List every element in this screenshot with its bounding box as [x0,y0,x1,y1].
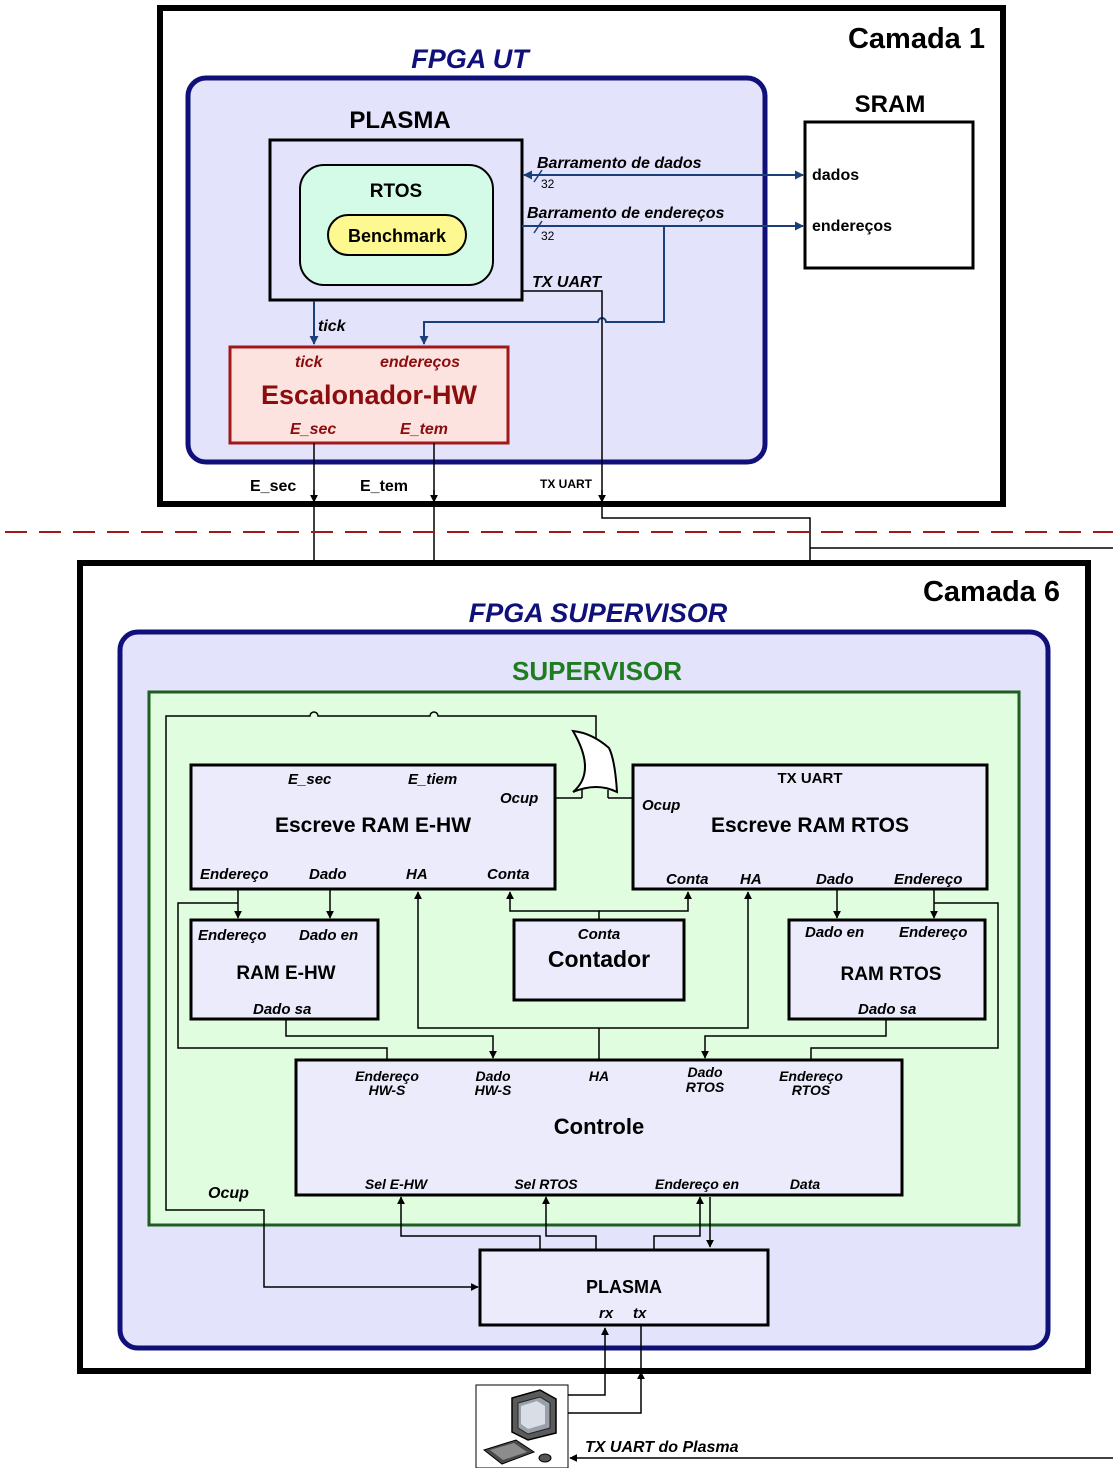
control-title: Controle [554,1114,644,1139]
tx-to-pc-wire [540,1326,642,1414]
fpga-ut-title: FPGA UT [411,44,531,74]
plasma-supervisor-rx: rx [599,1305,614,1322]
write-ram-ehw-title: Escreve RAM E-HW [275,814,471,837]
ocup-loop-wire [165,711,597,1291]
control-box [294,1058,904,1197]
write-ram-rtos-txuart: TX UART [778,770,843,787]
layer6-title: Camada 6 [923,576,1060,608]
control-end-hw-line1: Endereço [355,1068,419,1084]
benchmark-box [327,214,467,256]
scheduler-addr-port: endereços [380,354,460,371]
ram-rtos-dadosa-to-control [701,1019,887,1059]
fpga-supervisor-title: FPGA SUPERVISOR [469,598,728,628]
ram-ehw-title: RAM E-HW [236,963,335,984]
counter-title: Contador [548,946,650,972]
ram-ehw-dadosa-to-control [285,1019,497,1059]
ram-ehw-endereco: Endereço [198,927,266,944]
address-bus-width: 32 [541,229,555,243]
tick-wire-label: tick [318,318,347,335]
ram-rtos-title: RAM RTOS [841,964,942,985]
address-bus-slash [533,220,543,234]
counter-to-conta-rtos [599,891,692,912]
write-ram-rtos-title: Escreve RAM RTOS [711,814,909,837]
control-end-rtos-line1: Endereço [779,1068,843,1084]
ram-ehw-dadoen: Dado en [299,927,358,944]
control-data: Data [790,1176,821,1192]
control-sel-rtos: Sel RTOS [514,1176,578,1192]
counter-box [512,918,686,1002]
counter-conta: Conta [578,926,621,943]
control-dado-hw-line2: HW-S [475,1082,512,1098]
write-ram-ehw-dado: Dado [309,866,347,883]
plasma-to-sel-ehw [397,1196,541,1250]
txuart-between-label: TX UART [540,477,593,491]
sram-box [803,120,975,270]
write-ram-rtos-dado: Dado [816,871,854,888]
write-ram-rtos-ha: HA [740,871,762,888]
ram-rtos-box [787,918,987,1021]
sram-title: SRAM [855,91,926,118]
write-ram-ehw-conta: Conta [487,866,530,883]
plasma-title: PLASMA [349,107,450,134]
write-ram-ehw-box [189,763,557,891]
or-gate [571,729,619,794]
control-dado-rtos-line1: Dado [688,1064,723,1080]
ram-ehw-dadosa: Dado sa [253,1001,311,1018]
address-bus-label: Barramento de endereços [527,205,725,222]
write-ram-rtos-ocup: Ocup [642,797,680,814]
control-addr-hw-to-ram [177,902,388,1060]
scheduler-tick-port: tick [295,354,324,371]
ocup-wire-label: Ocup [208,1185,249,1202]
control-addr-rtos-to-ram [810,902,999,1060]
control-ha: HA [589,1068,609,1084]
benchmark-label: Benchmark [348,226,447,246]
sram-addr-port: endereços [812,218,892,235]
control-sel-ehw: Sel E-HW [365,1176,429,1192]
control-end-en: Endereço en [655,1176,739,1192]
scheduler-esec-port: E_sec [290,421,336,438]
write-ram-rtos-endereco: Endereço [894,871,962,888]
rtos-label: RTOS [370,181,422,202]
tx-uart-label-top: TX UART [532,274,602,291]
ha-bus [414,891,752,1029]
plasma-to-sel-rtos [542,1196,597,1250]
plasma-supervisor-title: PLASMA [586,1277,662,1297]
write-ram-rtos-conta: Conta [666,871,709,888]
write-ram-ehw-ocup: Ocup [500,790,538,807]
control-dado-hw-line1: Dado [476,1068,511,1084]
etem-between-label: E_tem [360,478,408,495]
ram-rtos-dadosa: Dado sa [858,1001,916,1018]
tx-uart-wire [522,290,814,763]
plasma-to-end-en [653,1196,704,1250]
control-end-rtos-line2: RTOS [792,1082,831,1098]
write-ram-ehw-etiem: E_tiem [408,771,457,788]
supervisor-title: SUPERVISOR [512,656,682,686]
plasma-supervisor-box [478,1248,770,1327]
write-ram-ehw-ha: HA [406,866,428,883]
data-bus-label: Barramento de dados [537,155,702,172]
scheduler-title: Escalonador-HW [261,380,478,410]
computer-icon [475,1384,569,1468]
tx-plasma-label: TX UART do Plasma [585,1439,739,1456]
ram-rtos-dadoen: Dado en [805,924,864,941]
esec-between-label: E_sec [250,478,296,495]
sram-data-port: dados [812,167,859,184]
ram-rtos-endereco: Endereço [899,924,967,941]
data-bus-width: 32 [541,177,555,191]
write-ram-rtos-box [631,763,989,891]
write-ram-ehw-esec: E_sec [288,771,332,788]
counter-to-conta [506,891,600,920]
write-ram-ehw-endereco: Endereço [200,866,268,883]
scheduler-etem-port: E_tem [400,421,448,438]
plasma-supervisor-tx: tx [633,1305,647,1322]
control-dado-rtos-line2: RTOS [686,1079,725,1095]
control-end-hw-line2: HW-S [369,1082,406,1098]
scheduler-box [228,345,510,445]
ram-ehw-box [189,918,380,1021]
data-bus-slash [533,169,543,183]
layer1-title: Camada 1 [848,23,985,55]
